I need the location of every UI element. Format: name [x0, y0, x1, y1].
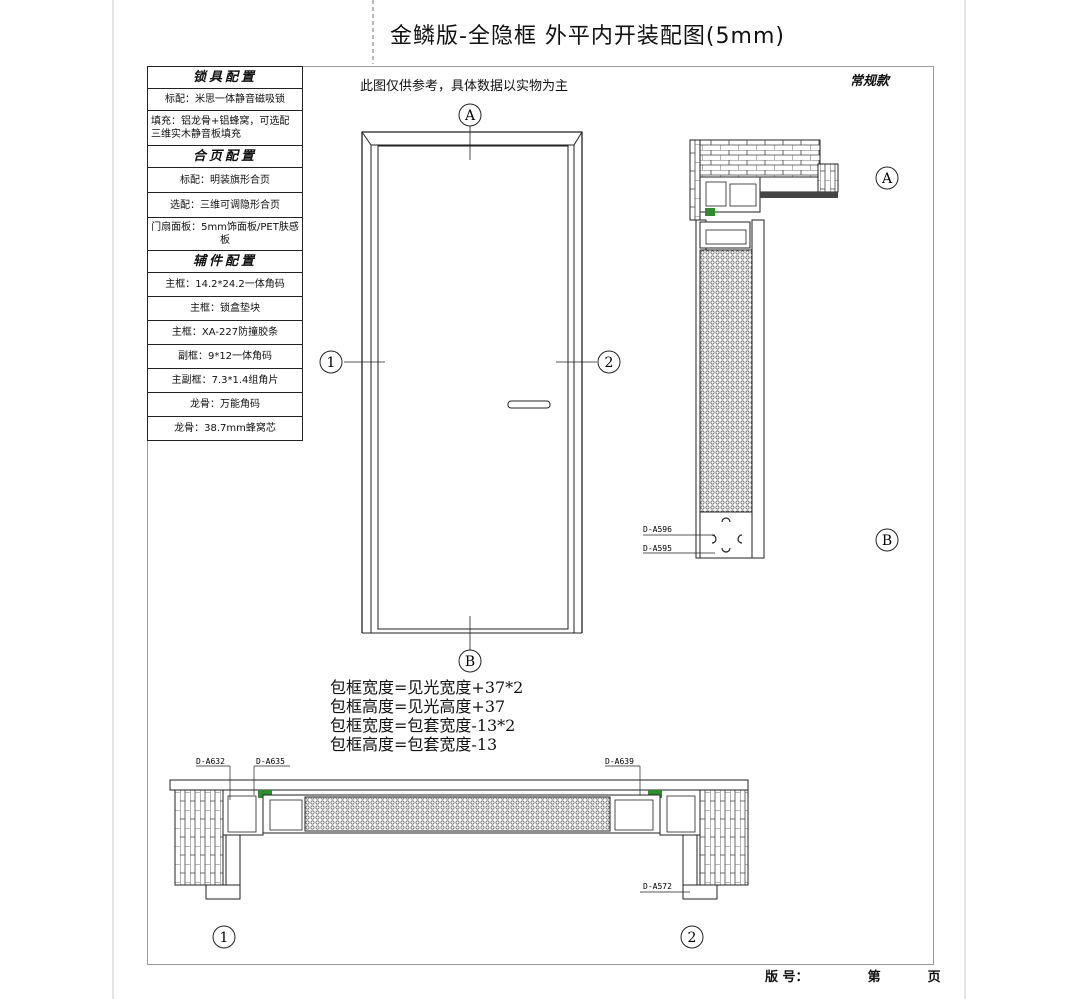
- section-marker-b-side: B: [875, 528, 899, 552]
- spec-row: 龙骨：38.7mm蜂窝芯: [147, 416, 303, 441]
- section-marker-2-right: 2: [597, 350, 621, 374]
- page-label-prefix: 第: [867, 970, 881, 985]
- version-label: 版 号：: [765, 970, 809, 985]
- seal-strip-icon: [258, 790, 272, 798]
- spec-row: 主框：锁盒垫块: [147, 296, 303, 321]
- formula-line: 包框宽度=包套宽度-13*2: [330, 716, 516, 735]
- page-label-suffix: 页: [927, 970, 941, 985]
- spec-cell: 门扇面板：5mm饰面板/PET肤感板: [147, 217, 303, 251]
- part-label: D-A596: [643, 525, 672, 534]
- svg-text:B: B: [465, 654, 475, 670]
- vertical-section: D-A596 D-A595: [643, 139, 839, 559]
- spec-cell: 主框：锁盒垫块: [147, 296, 303, 321]
- svg-text:A: A: [881, 171, 893, 187]
- part-label: D-A635: [256, 757, 285, 766]
- section-marker-a-top: A: [458, 103, 482, 127]
- page-title: 金鳞版-全隐框 外平内开装配图(5mm): [390, 24, 785, 49]
- title-block-footer: 版 号： 第 页: [765, 966, 941, 985]
- door-elevation: [344, 126, 597, 650]
- part-label: D-A572: [643, 882, 672, 891]
- spec-cell: 填充：铝龙骨+铝蜂窝，可选配三维实木静音板填充: [147, 110, 303, 146]
- svg-text:1: 1: [220, 930, 229, 946]
- spec-row: 副框：9*12一体角码: [147, 344, 303, 369]
- section-marker-1-left: 1: [319, 350, 343, 374]
- formula-line: 包框高度=见光高度+37: [330, 697, 506, 716]
- svg-text:2: 2: [688, 930, 697, 946]
- section-marker-1-bottom: 1: [212, 925, 236, 949]
- spec-cell: 龙骨：38.7mm蜂窝芯: [147, 416, 303, 441]
- spec-row: 填充：铝龙骨+铝蜂窝，可选配三维实木静音板填充: [147, 110, 303, 146]
- section-marker-a-side: A: [875, 166, 899, 190]
- seal-strip-icon: [705, 208, 715, 216]
- seal-strip-icon: [648, 790, 662, 798]
- reference-note: 此图仅供参考，具体数据以实物为主: [360, 79, 569, 94]
- formula-line: 包框高度=包套宽度-13: [330, 735, 498, 754]
- spec-cell: 主框：XA-227防撞胶条: [147, 320, 303, 345]
- spec-row: 门扇面板：5mm饰面板/PET肤感板: [147, 217, 303, 251]
- section-marker-b-bottom: B: [458, 649, 482, 673]
- part-label: D-A595: [643, 544, 672, 553]
- spec-cell: 副框：9*12一体角码: [147, 344, 303, 369]
- style-tag: 常规款: [850, 74, 890, 89]
- svg-text:2: 2: [605, 355, 614, 371]
- svg-text:1: 1: [327, 355, 336, 371]
- spec-table: 锁具配置 标配：米思一体静音磁吸锁 填充：铝龙骨+铝蜂窝，可选配三维实木静音板填…: [147, 66, 303, 441]
- spec-row: 主副框：7.3*1.4组角片: [147, 368, 303, 393]
- formula-line: 包框宽度=见光宽度+37*2: [330, 678, 524, 697]
- spec-cell: 主副框：7.3*1.4组角片: [147, 368, 303, 393]
- svg-text:A: A: [464, 108, 476, 124]
- part-label: D-A639: [605, 757, 634, 766]
- door-handle: [507, 400, 551, 409]
- horizontal-section: D-A632 D-A635 D-A639 D-A572: [169, 757, 749, 900]
- part-label: D-A632: [196, 757, 225, 766]
- section-marker-2-bottom: 2: [680, 925, 704, 949]
- dimension-formulas: 包框宽度=见光宽度+37*2 包框高度=见光高度+37 包框宽度=包套宽度-13…: [330, 678, 523, 754]
- svg-text:B: B: [882, 533, 892, 549]
- spec-row: 主框：XA-227防撞胶条: [147, 320, 303, 345]
- drawing-frame: [147, 66, 934, 965]
